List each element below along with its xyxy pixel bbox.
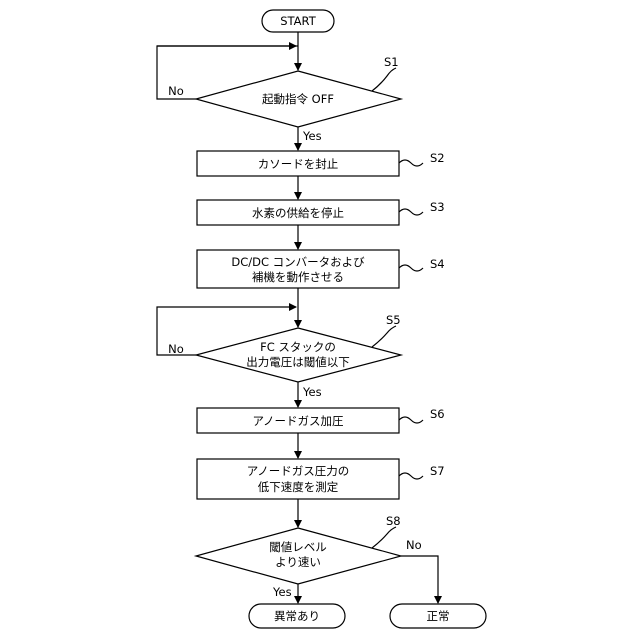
s2-leader: [399, 160, 423, 166]
s4-leader: [399, 265, 423, 271]
s5-label-line1: FC スタックの: [260, 340, 336, 354]
s8-yes-label: Yes: [272, 585, 292, 599]
s3-step-tag: S3: [430, 200, 445, 214]
abnormal-label: 異常あり: [274, 609, 320, 623]
s7-step-tag: S7: [430, 464, 445, 478]
s7-label-line2: 低下速度を測定: [258, 480, 339, 494]
start-label: START: [280, 14, 316, 28]
s3-leader: [399, 209, 423, 215]
s6-leader: [399, 417, 423, 423]
arrow-s8-no-to-normal: [401, 556, 438, 603]
s1-step-tag: S1: [384, 55, 399, 69]
s1-leader: [372, 68, 396, 91]
s8-step-tag: S8: [386, 514, 401, 528]
s4-step-tag: S4: [430, 257, 445, 271]
s6-step-tag: S6: [430, 407, 445, 421]
s7-leader: [399, 473, 423, 479]
s2-step-tag: S2: [430, 151, 445, 165]
s5-leader: [372, 326, 396, 347]
s1-yes-label: Yes: [302, 129, 322, 143]
s8-label-line2: より速い: [275, 555, 321, 569]
s3-label: 水素の供給を停止: [252, 206, 344, 220]
s1-no-label: No: [168, 84, 184, 98]
s8-no-label: No: [406, 538, 422, 552]
s8-label-line1: 閾値レベル: [269, 540, 327, 554]
s6-label: アノードガス加圧: [253, 414, 344, 428]
s4-label-line1: DC/DC コンバータおよび: [231, 255, 365, 269]
s5-no-label: No: [168, 342, 184, 356]
s5-step-tag: S5: [386, 313, 401, 327]
s5-label-line2: 出力電圧は閾値以下: [246, 355, 350, 369]
s1-label: 起動指令 OFF: [262, 92, 334, 106]
s4-label-line2: 補機を動作させる: [252, 270, 344, 284]
normal-label: 正常: [427, 609, 450, 623]
s8-leader: [372, 527, 396, 548]
s5-yes-label: Yes: [302, 385, 322, 399]
s7-label-line1: アノードガス圧力の: [247, 464, 349, 478]
s2-label: カソードを封止: [258, 157, 339, 171]
